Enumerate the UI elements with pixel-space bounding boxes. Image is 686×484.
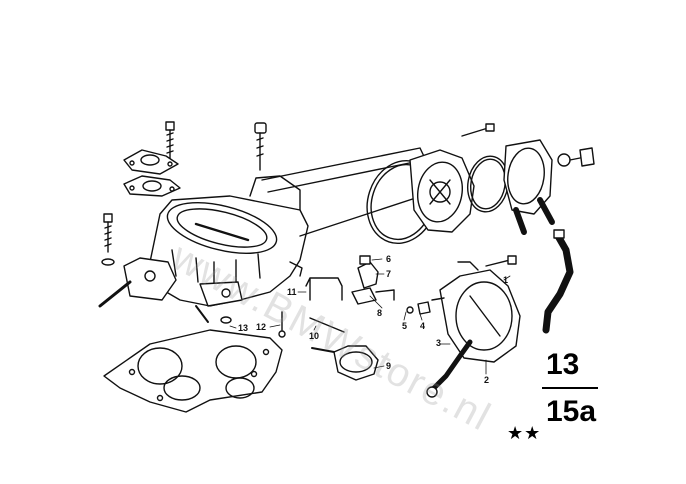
callout-13: 13 (238, 323, 249, 333)
star-rating-icon: ★★ (507, 423, 542, 444)
bracket (305, 277, 343, 301)
callout-9: 9 (386, 361, 392, 371)
carburettor-body (98, 175, 309, 323)
callout-5: 5 (402, 321, 408, 331)
group-divider (542, 387, 598, 389)
screw-top-center (254, 122, 267, 171)
base-gasket (103, 329, 283, 413)
screw-small (278, 311, 286, 338)
small-parts-cluster (351, 255, 445, 315)
washer-small (220, 316, 232, 324)
cover-plate-lower (123, 175, 181, 197)
screw-left (101, 213, 115, 266)
callout-10: 10 (309, 331, 320, 341)
leader-lines (229, 258, 511, 375)
pin (309, 317, 345, 333)
callout-7: 7 (386, 269, 392, 279)
bolt-washer-right (557, 147, 595, 167)
callout-6: 6 (386, 254, 392, 264)
screw-housing-top (461, 123, 495, 137)
callout-2: 2 (484, 375, 490, 385)
callout-11: 11 (287, 287, 297, 297)
callout-8: 8 (377, 308, 383, 318)
group-number-main: 13 (546, 348, 580, 381)
choke-housing (503, 139, 555, 235)
callout-12: 12 (256, 322, 267, 332)
coolant-hose (542, 229, 574, 334)
linkage-lever (426, 339, 473, 398)
cover-plate-upper (123, 149, 179, 175)
vacuum-unit (439, 255, 521, 363)
callout-3: 3 (436, 338, 442, 348)
idle-valve (311, 345, 379, 381)
callout-1: 1 (503, 275, 509, 285)
callout-4: 4 (420, 321, 426, 331)
screw-top-left (165, 121, 175, 161)
intake-housing (409, 149, 475, 233)
group-number-sub: 15a (546, 395, 597, 428)
